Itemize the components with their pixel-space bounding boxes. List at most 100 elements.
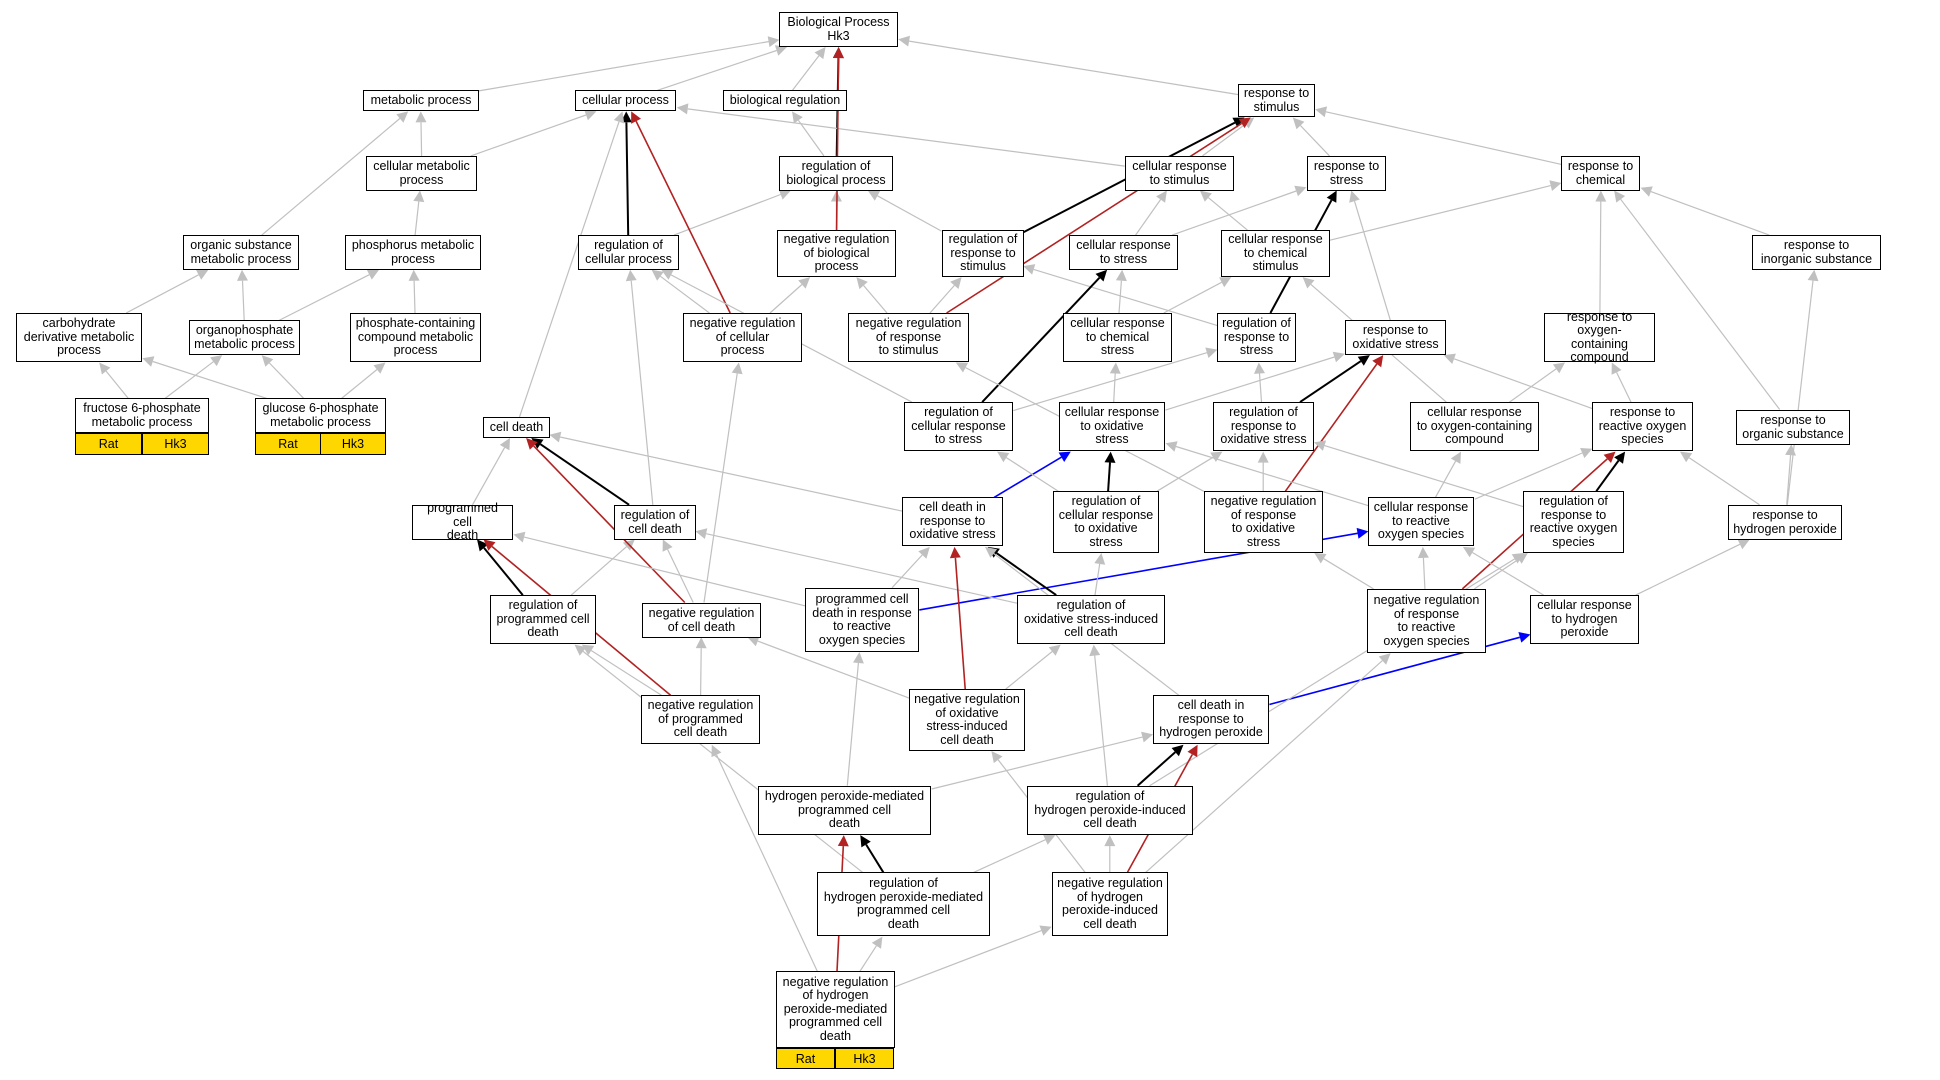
- edge-line: [863, 285, 888, 314]
- go-term-br[interactable]: biological regulation: [723, 90, 847, 111]
- go-term-cmp[interactable]: cellular metabolic process: [366, 156, 477, 191]
- go-term-rcros[interactable]: regulation of cellular response to oxida…: [1053, 491, 1159, 553]
- edge-line: [973, 839, 1046, 873]
- edge-line: [993, 456, 1062, 499]
- annotation-tag-nrhpmpcd-hk3[interactable]: Hk3: [835, 1048, 894, 1069]
- edge-arrowhead: [1023, 264, 1036, 275]
- go-term-rhp[interactable]: response to hydrogen peroxide: [1728, 505, 1842, 540]
- go-term-crcs[interactable]: cellular response to chemical stimulus: [1221, 230, 1330, 277]
- go-term-nrhpmpcd[interactable]: negative regulation of hydrogen peroxide…: [776, 971, 895, 1048]
- edge-rcrs-to-rrst: [1013, 347, 1218, 412]
- go-term-rst[interactable]: response to stress: [1307, 156, 1386, 191]
- go-term-crst[interactable]: cellular response to stress: [1069, 235, 1178, 270]
- edge-arrowhead: [499, 438, 510, 451]
- go-term-nrpcd[interactable]: negative regulation of programmed cell d…: [641, 695, 760, 744]
- edge-line: [1207, 197, 1248, 231]
- go-term-crchs[interactable]: cellular response to chemical stress: [1063, 313, 1172, 362]
- go-term-bp[interactable]: Biological Process Hk3: [779, 12, 898, 47]
- edge-nrbp-to-bp: [833, 47, 844, 231]
- go-term-pmp[interactable]: phosphorus metabolic process: [345, 235, 481, 270]
- go-term-rrs[interactable]: regulation of response to stimulus: [942, 230, 1024, 277]
- go-term-nrcp[interactable]: negative regulation of cellular process: [683, 313, 802, 362]
- edge-arrowhead: [1462, 546, 1476, 558]
- go-term-rcd[interactable]: regulation of cell death: [614, 505, 696, 540]
- annotation-tag-f6p-hk3[interactable]: Hk3: [142, 433, 209, 455]
- go-term-crros[interactable]: cellular response to reactive oxygen spe…: [1368, 497, 1474, 546]
- annotation-tag-g6p-hk3[interactable]: Hk3: [320, 433, 386, 455]
- edge-line: [891, 554, 923, 589]
- go-term-opmp[interactable]: organophosphate metabolic process: [189, 320, 300, 355]
- edge-line: [673, 193, 781, 236]
- edge-nrrros-to-crros: [1417, 546, 1429, 589]
- edge-line: [1107, 462, 1111, 492]
- edge-line: [1202, 123, 1246, 157]
- edge-rst-to-rts: [1292, 117, 1330, 157]
- go-term-rrst[interactable]: regulation of response to stress: [1217, 313, 1296, 362]
- annotation-tag-nrhpmpcd-rat[interactable]: Rat: [776, 1048, 835, 1069]
- go-term-nrbp[interactable]: negative regulation of biological proces…: [777, 230, 896, 277]
- edge-f6p-to-cdmp: [99, 362, 129, 399]
- edge-line: [1145, 660, 1383, 873]
- go-term-nrros[interactable]: negative regulation of response to oxida…: [1204, 491, 1323, 553]
- go-term-pccmp[interactable]: phosphate-containing compound metabolic …: [350, 313, 481, 362]
- edge-line: [1284, 363, 1378, 492]
- go-term-roscd[interactable]: regulation of oxidative stress-induced c…: [1017, 595, 1165, 644]
- go-term-g6p[interactable]: glucose 6-phosphate metabolic process: [255, 398, 386, 433]
- go-term-rocc[interactable]: response to oxygen-containing compound: [1544, 310, 1655, 364]
- go-term-rros[interactable]: regulation of response to oxidative stre…: [1213, 402, 1314, 451]
- go-term-pcd[interactable]: programmed cell death: [412, 502, 513, 542]
- go-term-cros[interactable]: cellular response to oxidative stress: [1059, 402, 1165, 451]
- go-term-pcdros[interactable]: programmed cell death in response to rea…: [805, 588, 919, 652]
- go-term-crocc[interactable]: cellular response to oxygen-containing c…: [1410, 402, 1539, 451]
- go-term-crs[interactable]: cellular response to stimulus: [1125, 156, 1234, 191]
- edge-line: [1136, 751, 1176, 787]
- annotation-tag-g6p-rat[interactable]: Rat: [255, 433, 321, 455]
- edge-line: [268, 362, 305, 399]
- edge-arrowhead: [584, 109, 597, 121]
- go-term-osmp[interactable]: organic substance metabolic process: [183, 235, 299, 270]
- edge-arrowhead: [747, 635, 760, 647]
- edge-crhp-to-crros: [1462, 546, 1544, 596]
- go-term-nrrros[interactable]: negative regulation of response to react…: [1367, 589, 1486, 653]
- go-term-rch[interactable]: response to chemical: [1561, 156, 1640, 191]
- edge-line: [667, 549, 694, 603]
- go-term-nroscd[interactable]: negative regulation of oxidative stress-…: [909, 689, 1025, 751]
- go-term-rhpmpcd[interactable]: regulation of hydrogen peroxide-mediated…: [817, 872, 990, 936]
- edge-crs-to-cp: [676, 103, 1125, 167]
- go-term-rbp[interactable]: regulation of biological process: [779, 156, 893, 191]
- go-term-cd[interactable]: cell death: [483, 417, 550, 438]
- go-term-f6p[interactable]: fructose 6-phosphate metabolic process: [75, 398, 209, 433]
- edge-crchs-to-crst: [1115, 269, 1127, 314]
- edge-rhp-to-rtros: [1680, 451, 1760, 506]
- edge-arrowhead: [1292, 117, 1305, 130]
- go-term-mp[interactable]: metabolic process: [363, 90, 479, 111]
- go-term-crhp[interactable]: cellular response to hydrogen peroxide: [1530, 595, 1639, 644]
- go-term-hpmpcd[interactable]: hydrogen peroxide-mediated programmed ce…: [758, 786, 931, 835]
- edge-arrowhead: [1058, 451, 1071, 462]
- go-term-rpcd[interactable]: regulation of programmed cell death: [490, 595, 596, 644]
- go-term-cdhp[interactable]: cell death in response to hydrogen perox…: [1153, 695, 1269, 744]
- edge-line: [981, 277, 1101, 403]
- edge-line: [1005, 457, 1059, 492]
- go-term-ris[interactable]: response to inorganic substance: [1752, 235, 1881, 270]
- go-term-ros[interactable]: response to oxidative stress: [1345, 320, 1446, 355]
- go-term-rcp[interactable]: regulation of cellular process: [578, 235, 679, 270]
- go-term-rcrs[interactable]: regulation of cellular response to stres…: [904, 402, 1013, 451]
- go-term-cdios[interactable]: cell death in response to oxidative stre…: [902, 497, 1003, 546]
- go-term-rtos[interactable]: response to organic substance: [1736, 410, 1850, 445]
- go-term-rtros[interactable]: response to reactive oxygen species: [1592, 402, 1693, 451]
- go-term-cdmp[interactable]: carbohydrate derivative metabolic proces…: [16, 313, 142, 362]
- edge-line: [1165, 356, 1335, 411]
- edge-arrowhead: [1314, 440, 1327, 451]
- edge-cd-to-cp: [518, 111, 625, 418]
- go-term-rts[interactable]: response to stimulus: [1238, 84, 1315, 117]
- go-term-rhpicd[interactable]: regulation of hydrogen peroxide-induced …: [1027, 786, 1193, 835]
- edge-rocc-to-rch: [1595, 190, 1607, 314]
- go-term-rrros[interactable]: regulation of response to reactive oxyge…: [1523, 491, 1624, 553]
- go-term-cp[interactable]: cellular process: [575, 90, 676, 111]
- go-term-nrhpicd[interactable]: negative regulation of hydrogen peroxide…: [1052, 872, 1168, 936]
- go-term-nrrs[interactable]: negative regulation of response to stimu…: [848, 313, 969, 362]
- annotation-tag-f6p-rat[interactable]: Rat: [75, 433, 142, 455]
- edge-line: [125, 274, 199, 314]
- go-term-nrcd[interactable]: negative regulation of cell death: [642, 603, 761, 638]
